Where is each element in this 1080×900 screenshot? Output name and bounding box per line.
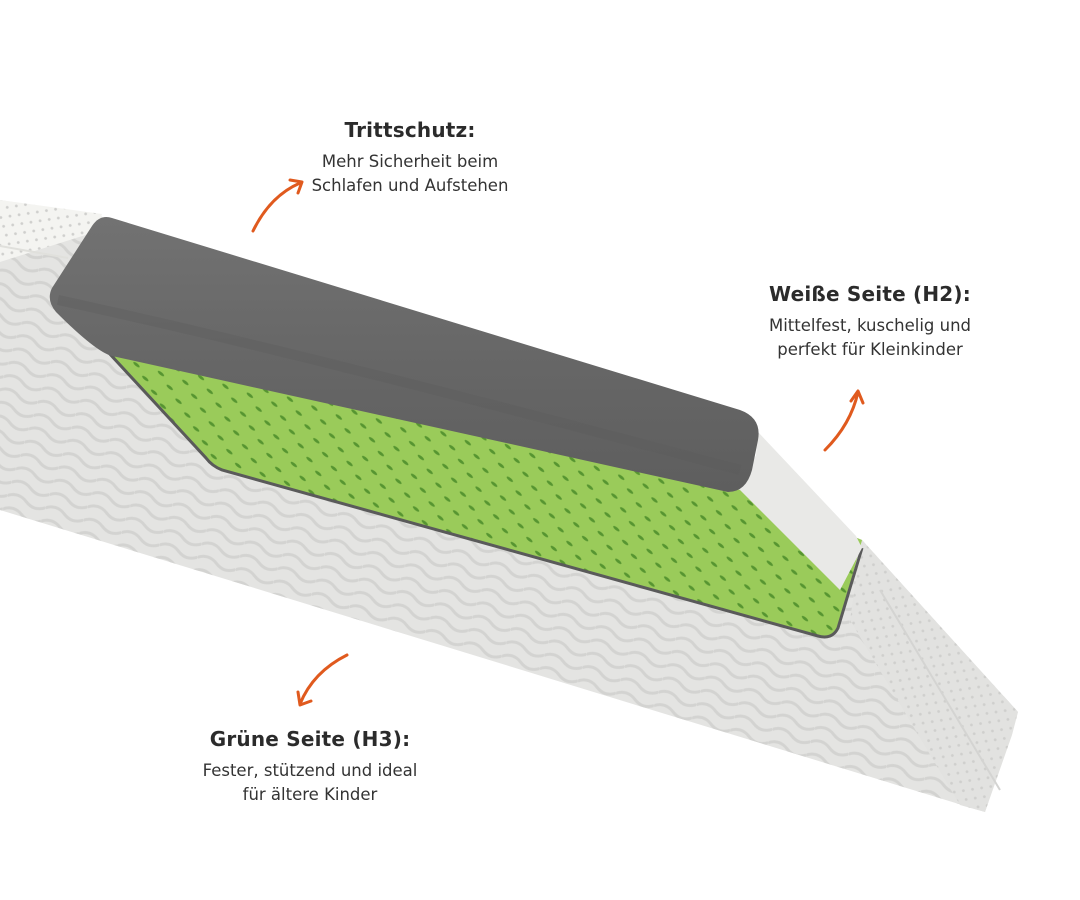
annotation-line: Mehr Sicherheit beim [321,152,499,171]
annotation-gruene-seite: Grüne Seite (H3): Fester, stützend und i… [160,727,460,807]
annotation-title: Trittschutz: [344,118,476,142]
annotation-line: perfekt für Kleinkinder [777,340,963,359]
white-foam-layer [740,432,862,590]
annotation-line: Schlafen und Aufstehen [311,176,509,195]
annotation-line: für ältere Kinder [242,785,378,804]
arrow-gruene-seite-icon [296,653,349,707]
gray-bumper [49,217,759,492]
annotation-weisse-seite: Weiße Seite (H2): Mittelfest, kuschelig … [720,282,1020,362]
annotation-text: Mittelfest, kuschelig und perfekt für Kl… [720,314,1020,362]
annotation-text: Fester, stützend und ideal für ältere Ki… [160,759,460,807]
annotation-text: Mehr Sicherheit beim Schlafen und Aufste… [280,150,540,198]
mattress-back-edge [0,200,102,262]
arrow-weisse-seite-icon [823,389,865,452]
annotation-title: Weiße Seite (H2): [769,282,971,306]
annotation-title: Grüne Seite (H3): [209,727,411,751]
annotation-trittschutz: Trittschutz: Mehr Sicherheit beim Schlaf… [280,118,540,198]
annotation-line: Mittelfest, kuschelig und [768,316,972,335]
mattress-side-face [850,540,1018,812]
green-foam-layer [106,350,864,639]
arrow-trittschutz-icon [251,178,304,233]
annotation-line: Fester, stützend und ideal [202,761,418,780]
